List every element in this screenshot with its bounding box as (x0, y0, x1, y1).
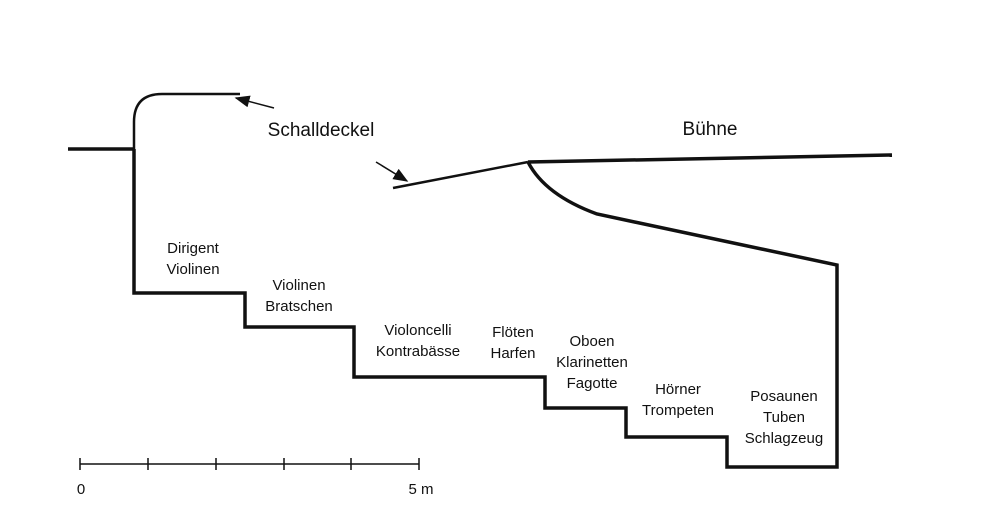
group-line: Harfen (490, 345, 536, 362)
group-line: Klarinetten (556, 354, 628, 371)
group-line: Trompeten (642, 402, 714, 419)
shell-canopy-left (132, 92, 240, 149)
scale-bar (79, 458, 420, 470)
stage-floor-line (527, 153, 893, 164)
group-line: Bratschen (265, 298, 333, 315)
group-hoerner-trompeten: Hörner Trompeten (642, 379, 714, 421)
group-line: Tuben (763, 409, 805, 426)
stage-label: Bühne (682, 119, 738, 140)
group-line: Fagotte (566, 375, 618, 392)
group-line: Kontrabässe (375, 343, 461, 360)
group-line: Violinen (272, 277, 326, 294)
group-line: Flöten (492, 324, 534, 341)
group-oboen-klarinetten-fagotte: Oboen Klarinetten Fagotte (556, 331, 628, 394)
group-line: Posaunen (750, 388, 818, 405)
scale-start-label: 0 (76, 481, 86, 498)
group-floeten-harfen: Flöten Harfen (490, 322, 535, 364)
group-dirigent-violinen: Dirigent Violinen (166, 238, 219, 280)
group-posaunen-tuben-schlagzeug: Posaunen Tuben Schlagzeug (745, 386, 823, 449)
shell-arrow-lower (375, 161, 409, 182)
group-line: Hörner (655, 381, 701, 398)
group-line: Oboen (569, 333, 615, 350)
shell-arrow-upper (234, 95, 275, 109)
group-line: Violinen (166, 261, 220, 278)
scale-end-label: 5 m (408, 481, 434, 498)
group-violoncelli-kontrabaesse: Violoncelli Kontrabässe (376, 320, 460, 362)
shell-reflector-right (392, 160, 529, 190)
shell-label: Schalldeckel (267, 120, 375, 141)
group-line: Violoncelli (384, 322, 452, 339)
group-violinen-bratschen: Violinen Bratschen (265, 275, 333, 317)
pit-outline (132, 149, 839, 469)
group-line: Dirigent (167, 240, 219, 257)
group-line: Schlagzeug (744, 430, 824, 447)
